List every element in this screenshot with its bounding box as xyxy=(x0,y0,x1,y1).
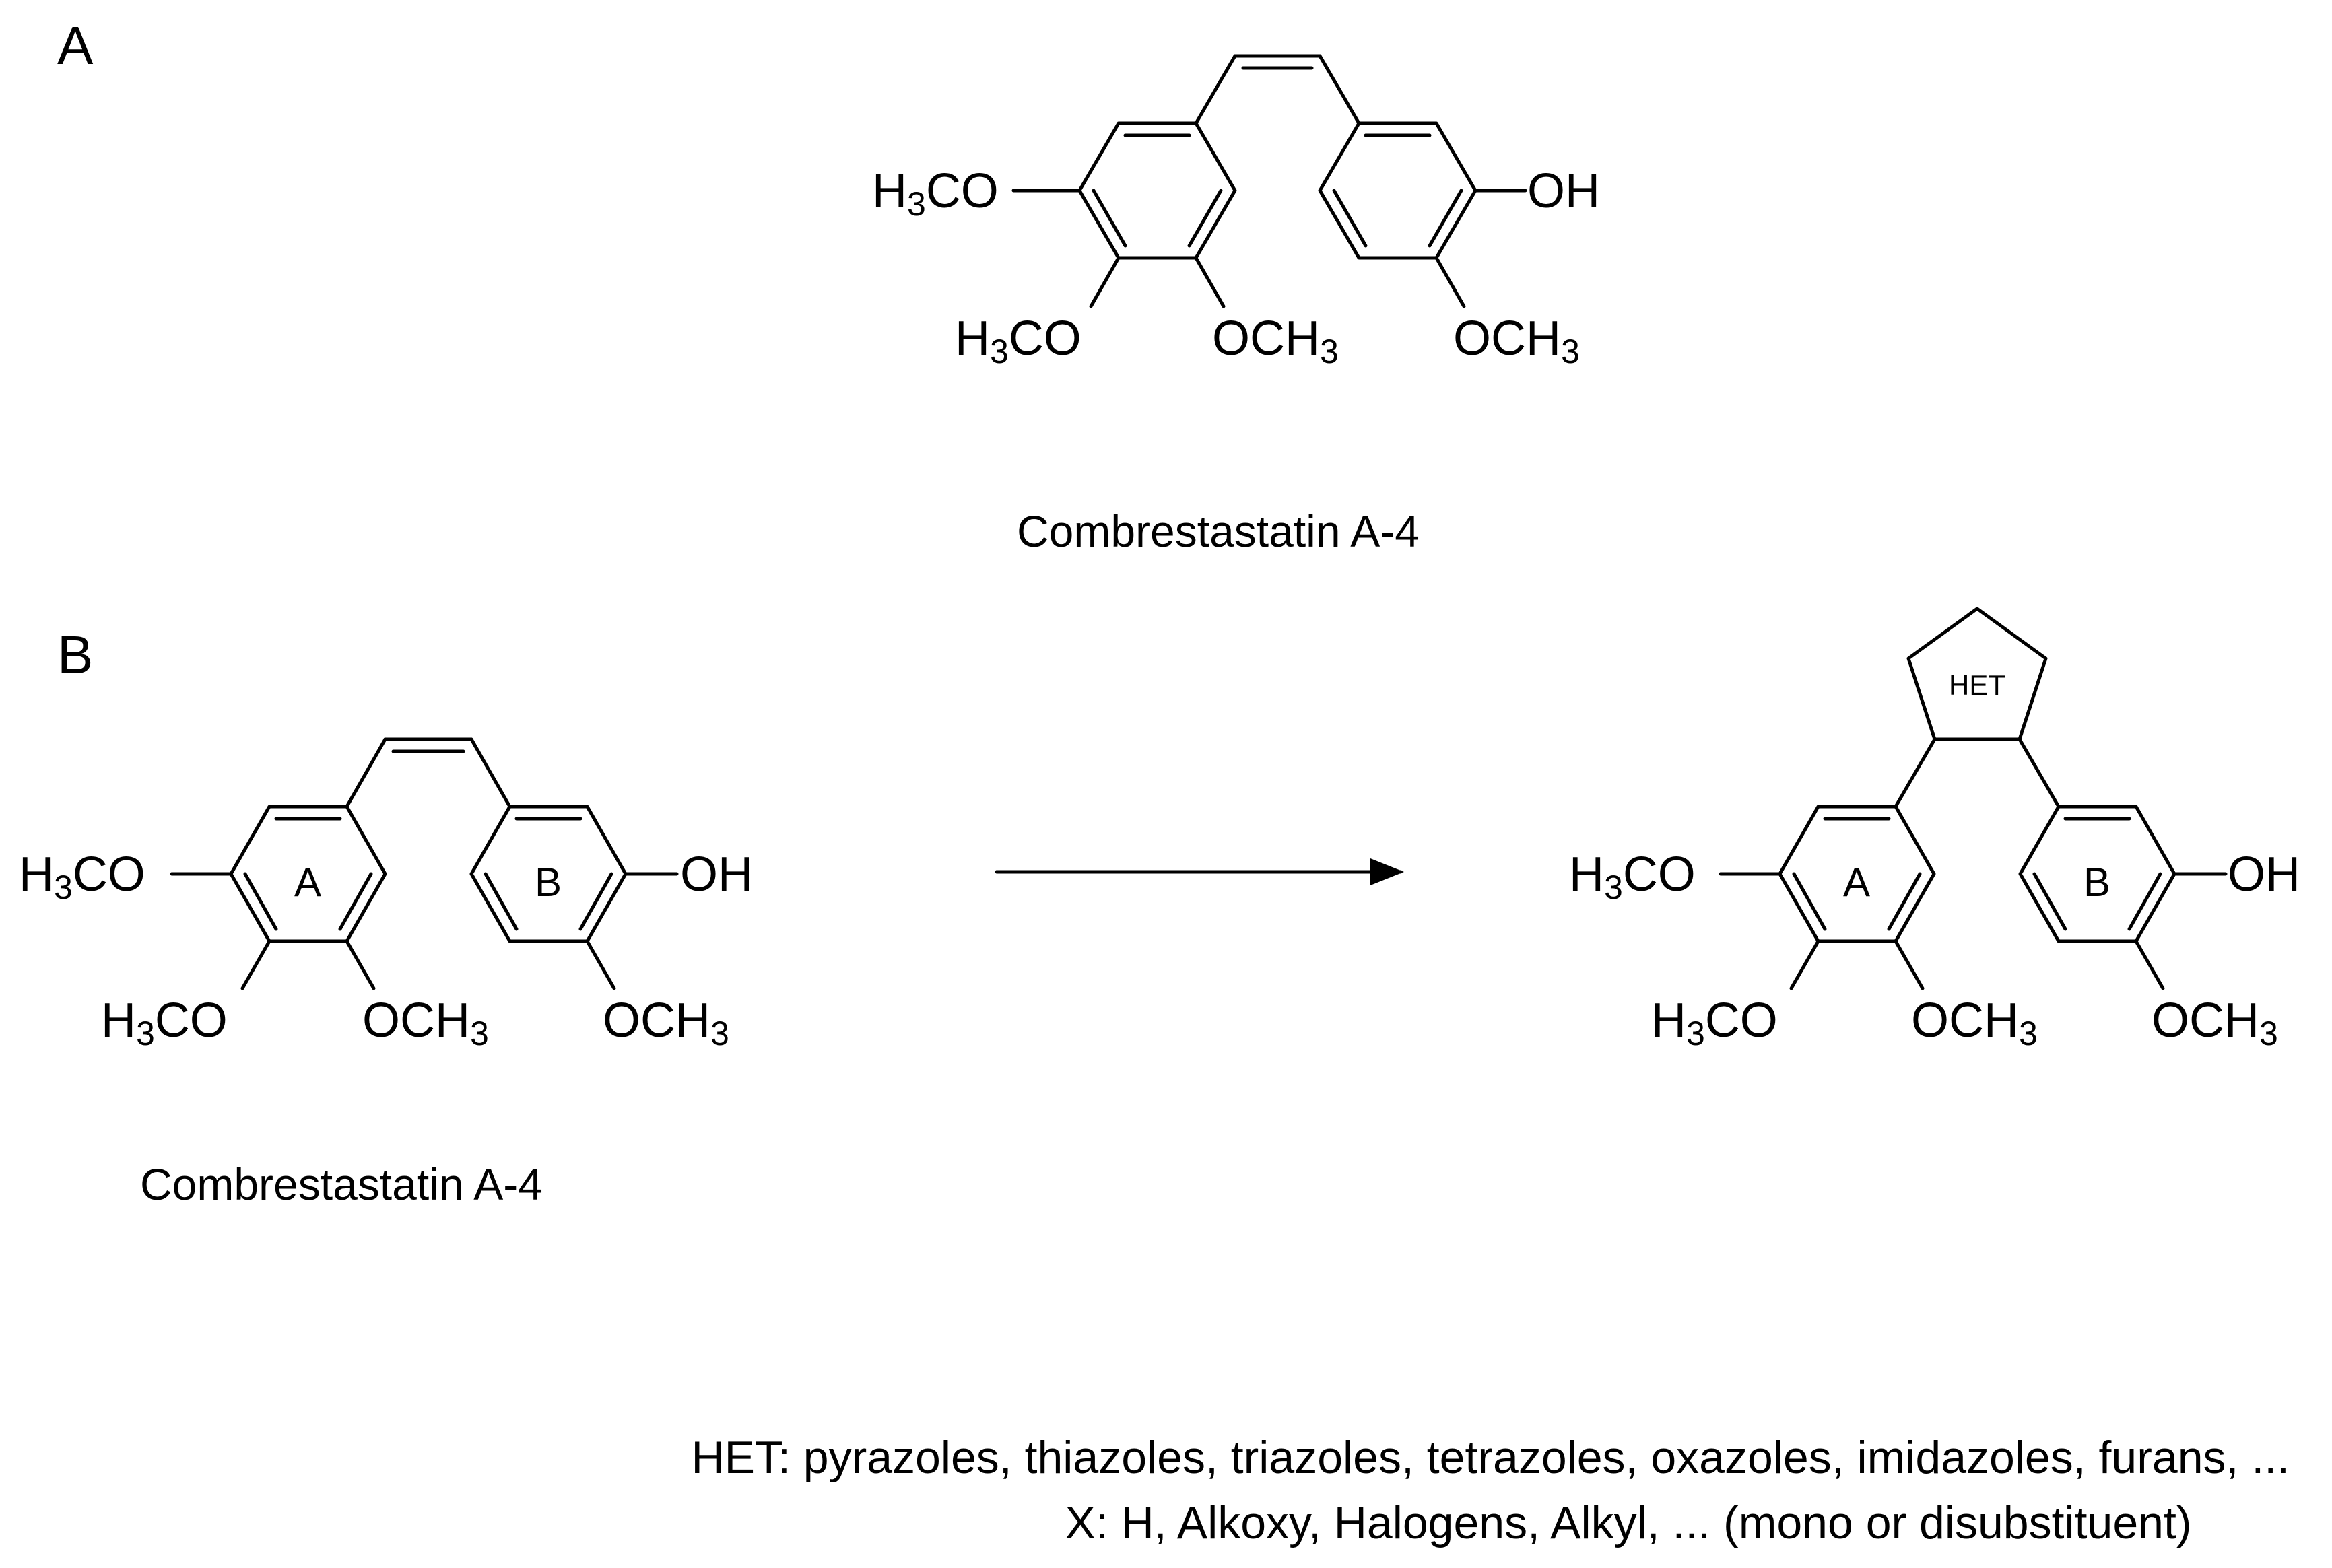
hydroxyl-label: OH xyxy=(2228,848,2300,901)
structure-panel-b-left: A B H3CO H3CO OCH3 OH OCH3 xyxy=(19,737,753,1052)
ring-a-label: A xyxy=(294,860,321,905)
methoxy-label-2: H3CO xyxy=(955,312,1081,370)
methoxy-bond-3 xyxy=(1194,256,1226,308)
het-label: HET xyxy=(1949,669,2005,701)
methoxy-label-4: OCH3 xyxy=(2152,994,2278,1052)
bridge-bond-left xyxy=(345,737,387,809)
ring-b-double-3 xyxy=(2032,872,2067,931)
ring-a-double-3 xyxy=(243,872,278,931)
methoxy-label-1: H3CO xyxy=(19,848,145,906)
ring-a-double-3 xyxy=(1092,189,1127,248)
methoxy-bond-3 xyxy=(1894,939,1925,990)
methoxy-bond-2 xyxy=(1789,939,1820,990)
het-to-ring-b-bond xyxy=(2018,737,2061,809)
bridge-bond-right xyxy=(469,737,512,809)
methoxy-label-2: H3CO xyxy=(101,994,228,1052)
bridge-bond-right xyxy=(1318,54,1361,125)
hydroxyl-label: OH xyxy=(680,848,753,901)
ring-b-label: B xyxy=(535,860,562,905)
methoxy-label-3: OCH3 xyxy=(362,994,489,1052)
methoxy-label-4: OCH3 xyxy=(603,994,729,1052)
ring-b-label: B xyxy=(2084,860,2110,905)
methoxy-bond-2 xyxy=(240,939,271,990)
ring-a-double-2 xyxy=(1887,872,1922,931)
methoxy-bond-4 xyxy=(585,939,616,990)
methoxy-label-2: H3CO xyxy=(1651,994,1778,1052)
methoxy-bond-3 xyxy=(345,939,376,990)
methoxy-label-4: OCH3 xyxy=(1453,312,1580,370)
structure-panel-a: H3CO H3CO OCH3 OH OCH3 xyxy=(872,54,1600,370)
ring-b-double-3 xyxy=(1332,189,1368,248)
panel-label-b: B xyxy=(57,625,93,685)
methoxy-bond-4 xyxy=(2134,939,2165,990)
het-definition-note: HET: pyrazoles, thiazoles, triazoles, te… xyxy=(692,1432,2290,1483)
bridge-bond-left xyxy=(1194,54,1237,125)
methoxy-label-1: H3CO xyxy=(1569,848,1696,906)
het-ring-bonds xyxy=(1906,607,2048,741)
ring-a-label: A xyxy=(1843,860,1870,905)
methoxy-bond-4 xyxy=(1434,256,1466,308)
ring-b-double-2 xyxy=(1428,189,1463,248)
ring-b-double-2 xyxy=(578,872,613,931)
ring-a-double-2 xyxy=(1187,189,1223,248)
methoxy-label-3: OCH3 xyxy=(1911,994,2038,1052)
het-to-ring-a-bond xyxy=(1894,737,1937,809)
methoxy-label-3: OCH3 xyxy=(1212,312,1339,370)
ring-a-double-3 xyxy=(1792,872,1827,931)
methoxy-bond-2 xyxy=(1089,256,1121,308)
caption-panel-b: Combrestastatin A-4 xyxy=(140,1159,543,1209)
ring-b-double-2 xyxy=(2127,872,2162,931)
structure-panel-b-right: HET A B H3CO H3CO OCH3 OH OCH3 xyxy=(1569,607,2300,1052)
ring-a-bonds xyxy=(1077,121,1237,260)
methoxy-label-1: H3CO xyxy=(872,164,999,223)
ring-b-bonds xyxy=(1318,121,1477,260)
caption-panel-a: Combrestastatin A-4 xyxy=(1017,506,1420,556)
ring-a-double-2 xyxy=(338,872,373,931)
ring-b-double-3 xyxy=(484,872,519,931)
x-definition-note: X: H, Alkoxy, Halogens, Alkyl, ... (mono… xyxy=(1065,1497,2191,1548)
hydroxyl-label: OH xyxy=(1527,164,1600,218)
panel-label-a: A xyxy=(57,15,94,75)
